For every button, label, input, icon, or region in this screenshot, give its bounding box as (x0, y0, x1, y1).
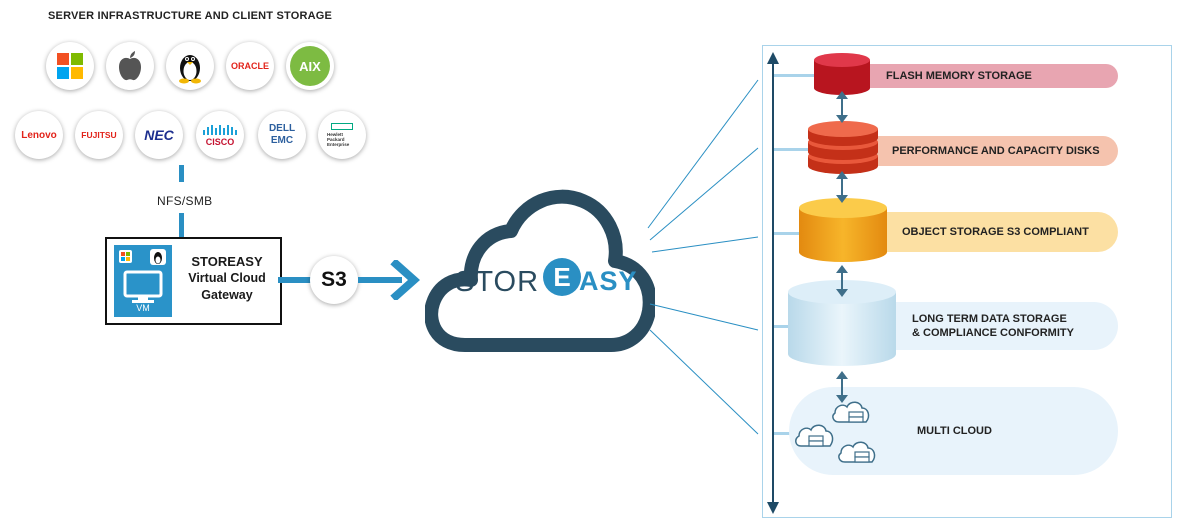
fan-lines (647, 79, 759, 435)
lenovo-logo-text: Lenovo (21, 129, 57, 141)
tier-tick-2 (774, 148, 810, 151)
double-arrow-icon-2 (836, 171, 848, 203)
dell-emc-logo-icon: DELL EMC (258, 111, 306, 159)
tier-label-object: OBJECT STORAGE S3 COMPLIANT (902, 226, 1089, 238)
double-arrow-icon-3 (836, 265, 848, 297)
aix-logo-icon: AIX (286, 42, 334, 90)
tier-tick-5 (774, 432, 790, 435)
tier-label-flash: FLASH MEMORY STORAGE (886, 70, 1032, 82)
gateway-name: STOREASY (191, 254, 263, 269)
s3-cloud-connector (358, 277, 402, 283)
s3-badge: S3 (310, 256, 358, 304)
oracle-logo-icon: ORACLE (226, 42, 274, 90)
tier-band-performance (850, 136, 1118, 166)
windows-logo-icon (46, 42, 94, 90)
double-arrow-icon-1 (836, 91, 848, 123)
cloud-logo-e: E (543, 258, 581, 296)
tier-label-multi-cloud: MULTI CLOUD (917, 425, 992, 437)
tier-label-long-term-line1: LONG TERM DATA STORAGE (912, 313, 1067, 325)
tier-band-long-term (880, 302, 1118, 350)
arrow-right-icon (390, 260, 420, 300)
object-storage-disk-icon (799, 198, 887, 262)
nec-logo-text: NEC (144, 127, 174, 143)
cloud-logo-left: STOR (455, 266, 540, 298)
fujitsu-logo-text: FUJITSU (81, 130, 117, 140)
hpe-logo-icon: Hewlett Packard Enterprise (318, 111, 366, 159)
vertical-connector-top (179, 165, 184, 182)
tier-tick-3 (774, 232, 800, 235)
tier-tick-1 (774, 74, 814, 77)
nec-logo-icon: NEC (135, 111, 183, 159)
tier-band-flash (840, 64, 1118, 88)
oracle-logo-text: ORACLE (231, 61, 269, 71)
tier-label-performance: PERFORMANCE AND CAPACITY DISKS (892, 145, 1100, 157)
lenovo-logo-icon: Lenovo (15, 111, 63, 159)
vertical-axis-arrow (767, 52, 779, 514)
cisco-logo-icon: CISCO (196, 111, 244, 159)
cisco-logo-text: CISCO (205, 136, 235, 147)
multi-cloud-icon (795, 401, 876, 463)
vertical-connector-bottom (179, 213, 184, 237)
performance-disk-icon (808, 121, 878, 174)
cloud-logo-right: ASY (579, 266, 638, 296)
gateway-title: STOREASY Virtual Cloud Gateway (179, 253, 275, 304)
dell-emc-logo-text: DELL EMC (268, 123, 296, 146)
protocol-label: NFS/SMB (157, 194, 213, 208)
fujitsu-logo-icon: FUJITSU (75, 111, 123, 159)
vm-label: VM (136, 303, 150, 313)
tier-band-object (860, 212, 1118, 252)
apple-logo-icon (106, 42, 154, 90)
gateway-s3-connector (278, 277, 312, 283)
tier-tick-4 (774, 325, 790, 328)
gateway-subtitle-2: Gateway (201, 288, 253, 302)
vm-icon (114, 245, 172, 317)
diagram-title: SERVER INFRASTRUCTURE AND CLIENT STORAGE (48, 10, 333, 22)
flash-disk-icon (814, 53, 870, 95)
storeasy-gateway-box: VM STOREASY Virtual Cloud Gateway (105, 237, 282, 325)
hpe-logo-text: Hewlett Packard Enterprise (327, 132, 350, 147)
gateway-subtitle-1: Virtual Cloud (188, 271, 266, 285)
tier-label-long-term: LONG TERM DATA STORAGE & COMPLIANCE CONF… (912, 312, 1074, 340)
tier-label-long-term-line2: & COMPLIANCE CONFORMITY (912, 327, 1074, 339)
double-arrow-icon-4 (836, 371, 848, 403)
linux-tux-icon (166, 42, 214, 90)
storeasy-cloud-icon (425, 189, 655, 352)
aix-logo-text: AIX (299, 58, 321, 74)
